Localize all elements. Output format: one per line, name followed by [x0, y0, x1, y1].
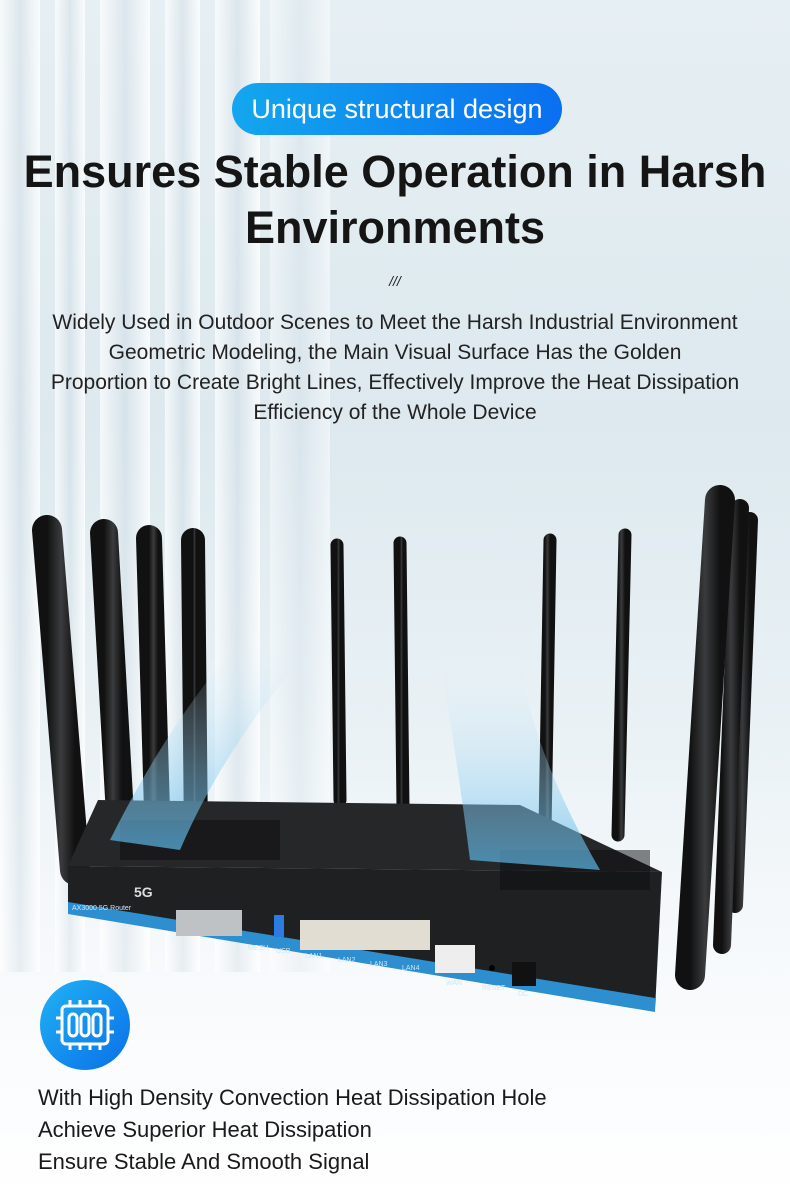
divider: /// [389, 273, 401, 289]
port-label: LAN2 [338, 957, 356, 964]
port-label: DC [518, 991, 528, 998]
chip-icon [40, 980, 130, 1070]
port-label: USB [276, 948, 291, 955]
antennas-front [675, 485, 735, 990]
section-badge: Unique structural design [232, 83, 562, 135]
ports [176, 910, 536, 986]
airflow [440, 660, 600, 870]
description-line: Geometric Modeling, the Main Visual Surf… [108, 341, 682, 364]
headline-line-1: Ensures Stable Operation in Harsh [23, 146, 767, 197]
router-model-label: AX3000 5G Router [72, 905, 132, 912]
port-label: WAN [446, 980, 462, 987]
feature-line: Ensure Stable And Smooth Signal [38, 1149, 370, 1174]
port-label: MESH [248, 945, 268, 952]
port-label: LAN1 [305, 953, 323, 960]
description-line: Proportion to Create Bright Lines, Effec… [50, 371, 740, 394]
description-line: Efficiency of the Whole Device [253, 401, 537, 424]
port-label: LAN3 [370, 961, 388, 968]
headline-line-2: Environments [244, 202, 546, 253]
router-5g-label: 5G [134, 884, 153, 900]
feature-line: Achieve Superior Heat Dissipation [38, 1117, 372, 1142]
glass-strip [0, 0, 40, 972]
airflow [110, 640, 300, 850]
port-label: RESET [482, 985, 506, 992]
description-line: Widely Used in Outdoor Scenes to Meet th… [52, 311, 738, 334]
feature-line: With High Density Convection Heat Dissip… [38, 1085, 547, 1110]
port-label: LAN4 [402, 965, 420, 972]
